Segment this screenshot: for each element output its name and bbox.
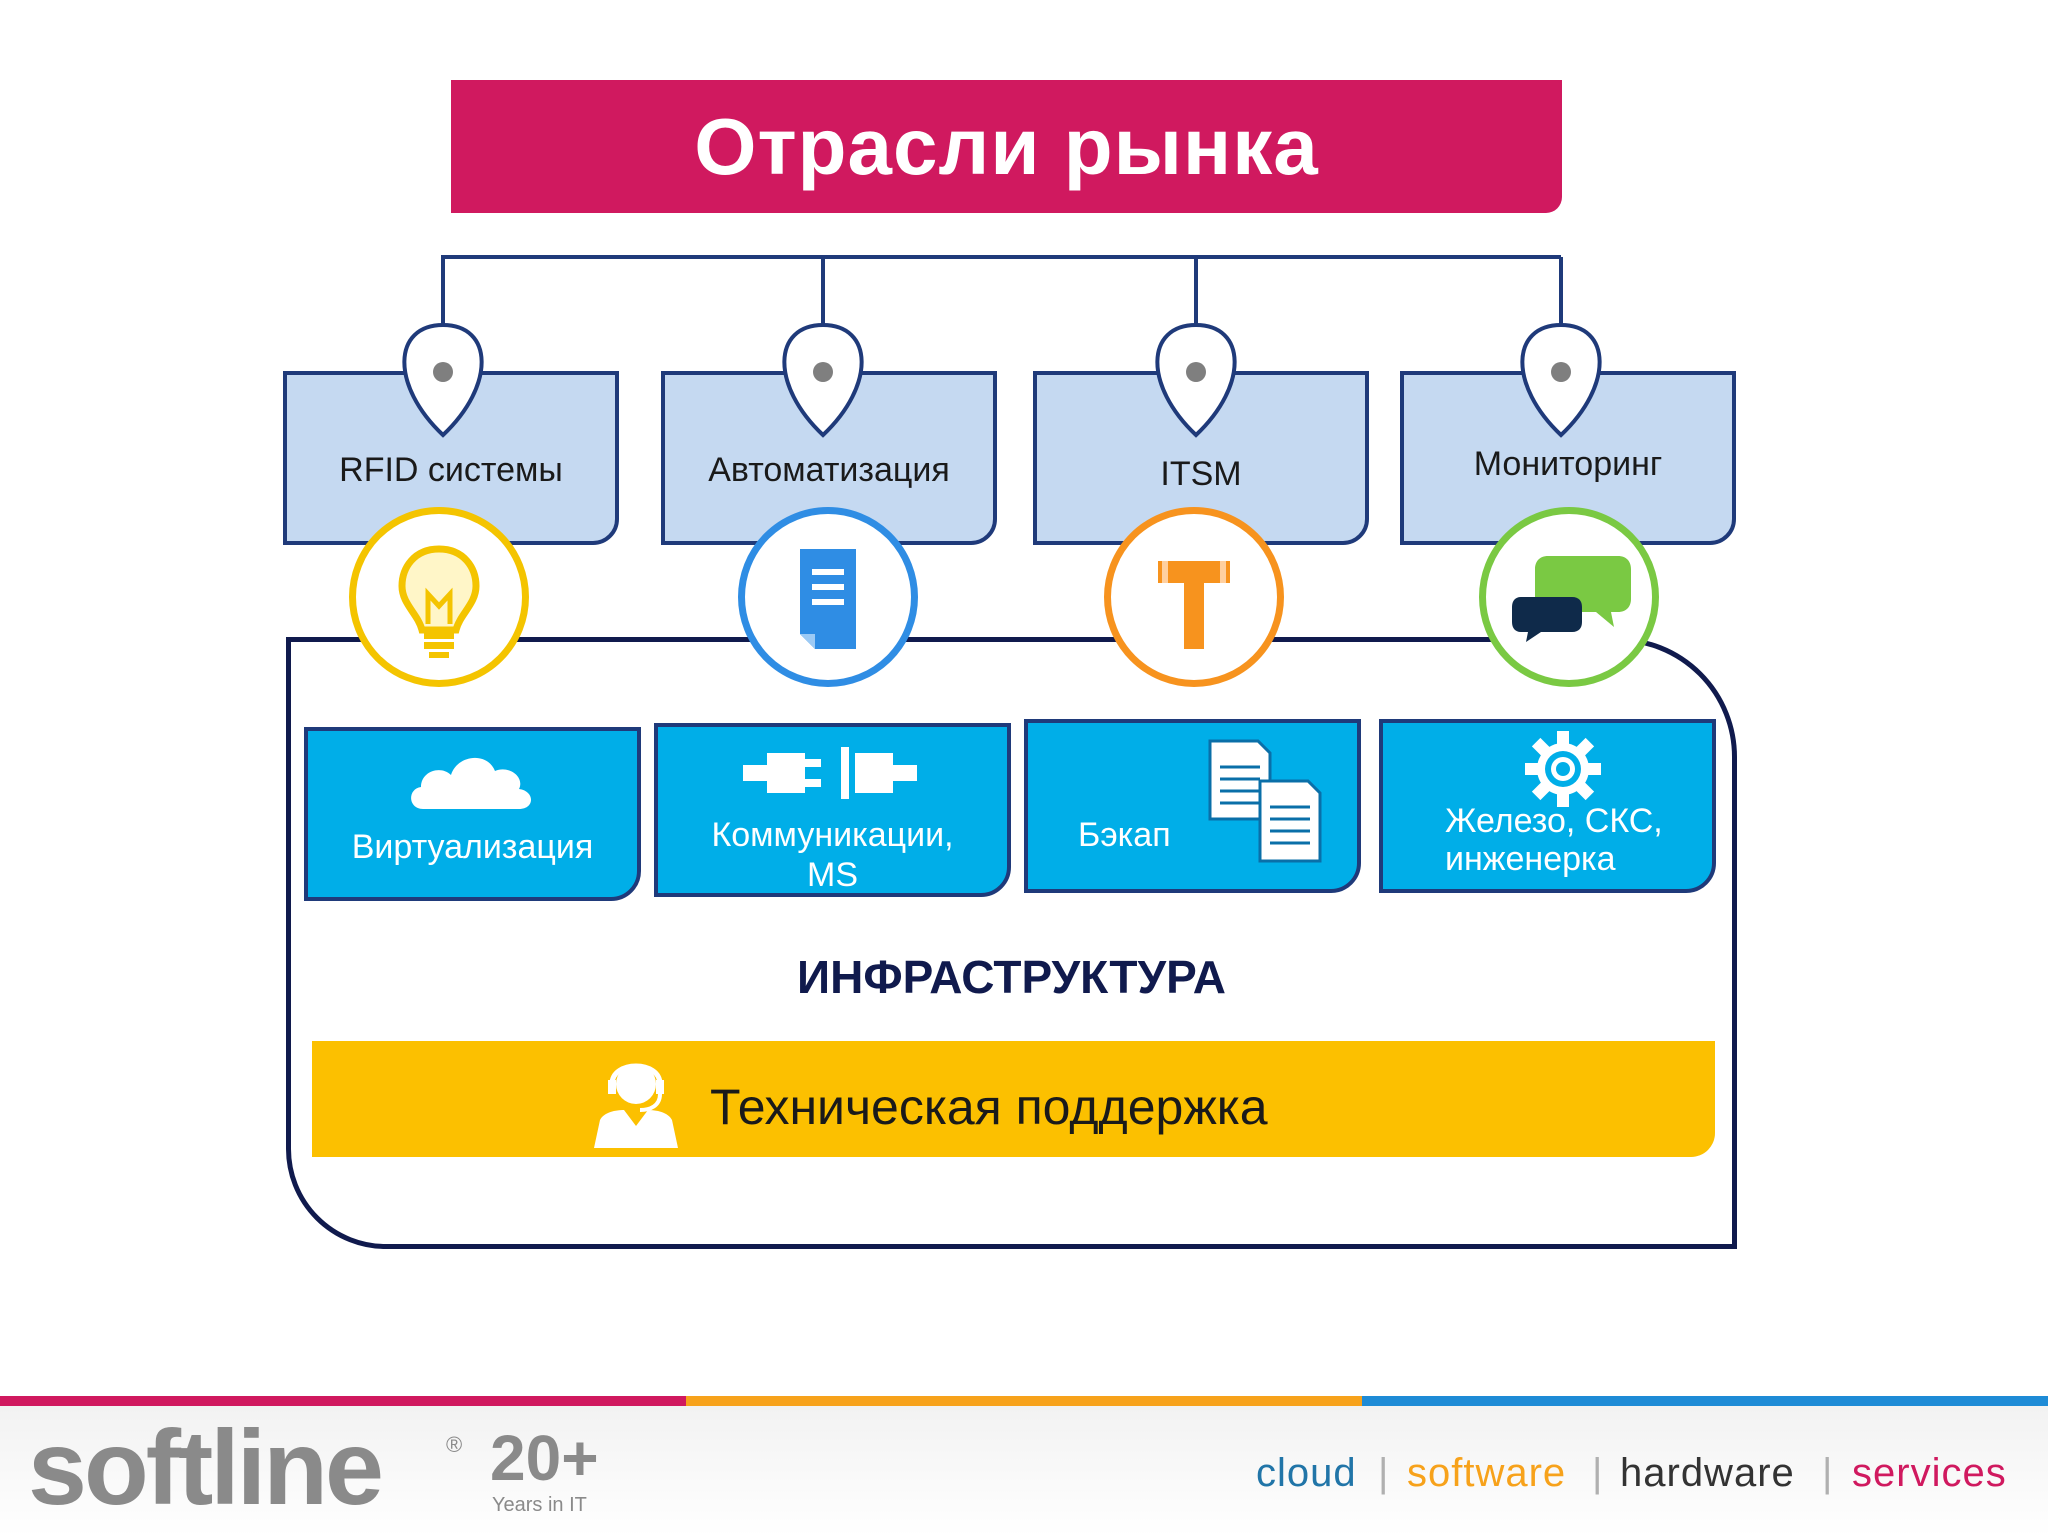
monitoring-circle xyxy=(1479,507,1659,687)
tag-services[interactable]: services xyxy=(1852,1451,2007,1495)
tile-label: Виртуализация xyxy=(351,828,594,866)
tile-label: Бэкап xyxy=(1078,816,1171,854)
tag-separator: | xyxy=(1378,1451,1390,1495)
tag-hardware[interactable]: hardware xyxy=(1620,1451,1795,1495)
registered-mark: ® xyxy=(446,1432,463,1457)
anniversary-sub: Years in IT xyxy=(492,1494,587,1516)
document-icon xyxy=(800,549,856,649)
tile-label-line2: инженерка xyxy=(1445,840,1616,878)
page-title: Отрасли рынка xyxy=(694,101,1319,191)
gear-icon xyxy=(1525,731,1601,807)
lightbulb-icon xyxy=(398,545,480,658)
tile-label-line2: MS xyxy=(807,856,858,894)
support-bar[interactable] xyxy=(312,1041,1715,1157)
tile-label: Железо, СКС, xyxy=(1445,802,1663,840)
tag-software[interactable]: software xyxy=(1407,1451,1567,1495)
softline-logo: softline xyxy=(28,1415,384,1521)
plug-icon xyxy=(743,747,917,799)
tile-communications[interactable]: Коммуникации, MS xyxy=(654,723,1011,897)
tile-backup[interactable]: Бэкап xyxy=(1024,719,1361,893)
pin-markers xyxy=(402,322,1602,438)
automation-circle xyxy=(738,507,918,687)
category-label: Автоматизация xyxy=(708,451,950,489)
rfid-circle xyxy=(349,507,529,687)
tag-separator: | xyxy=(1592,1451,1604,1495)
footer-stripe-blue xyxy=(1362,1396,2048,1406)
logo-text: softline xyxy=(28,1409,384,1527)
anniversary-badge: 20+ xyxy=(490,1422,599,1494)
chat-bubbles-icon xyxy=(1512,556,1631,642)
itsm-circle xyxy=(1104,507,1284,687)
tag-separator: | xyxy=(1822,1451,1834,1495)
footer-stripe-magenta xyxy=(0,1396,686,1406)
documents-icon xyxy=(1208,739,1322,863)
tag-cloud[interactable]: cloud xyxy=(1256,1451,1357,1495)
cloud-icon xyxy=(411,757,531,809)
infrastructure-title: ИНФРАСТРУКТУРА xyxy=(797,951,1226,1003)
footer-background xyxy=(0,1406,2048,1536)
support-label: Техническая поддержка xyxy=(710,1079,1268,1135)
headset-operator-icon xyxy=(594,1063,678,1148)
tile-virtualization[interactable]: Виртуализация xyxy=(304,727,641,901)
tile-label: Коммуникации, xyxy=(711,816,954,854)
category-label: ITSM xyxy=(1160,455,1242,493)
hammer-icon xyxy=(1158,561,1230,649)
tile-hardware[interactable]: Железо, СКС, инженерка xyxy=(1379,719,1716,893)
title-banner: Отрасли рынка xyxy=(451,80,1562,213)
category-label: RFID системы xyxy=(339,451,563,489)
footer-stripe-orange xyxy=(686,1396,1362,1406)
category-label: Мониторинг xyxy=(1473,445,1663,483)
